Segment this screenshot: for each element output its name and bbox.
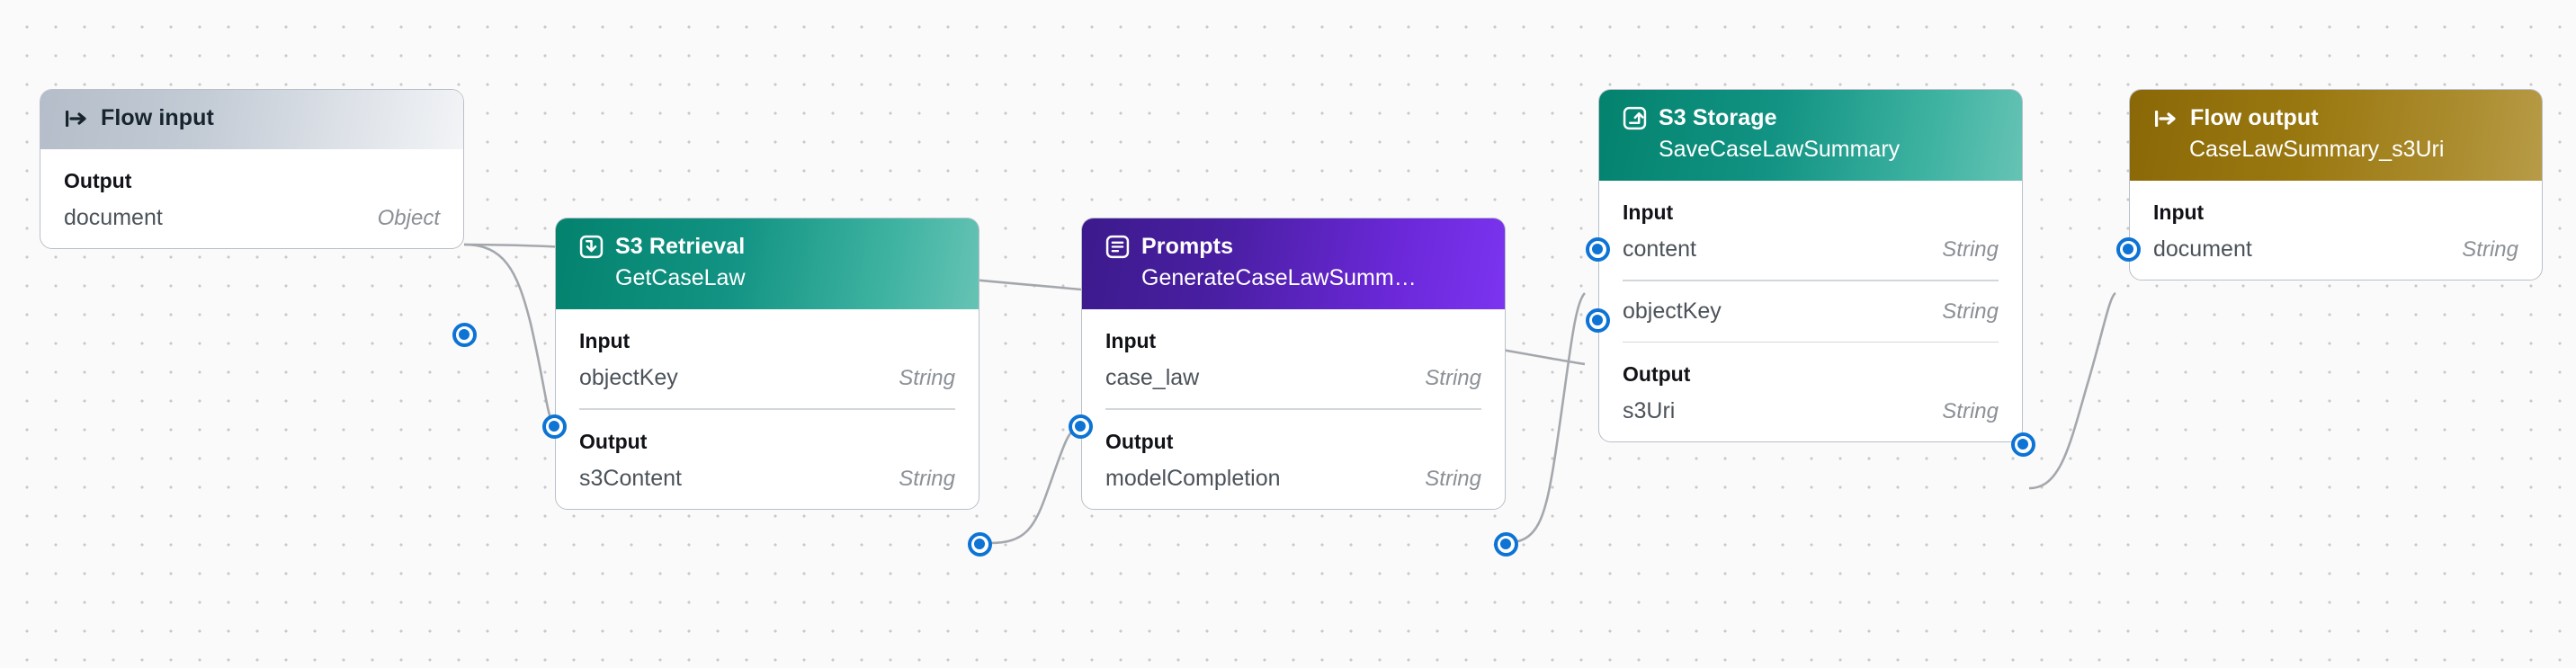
field-row[interactable]: document String — [2153, 227, 2518, 280]
edge-flowinput-to-s3retrieval — [463, 243, 555, 426]
section-label-input: Input — [2153, 200, 2205, 224]
section-label-input: Input — [1105, 329, 1157, 352]
node-header: S3 Retrieval GetCaseLaw — [556, 218, 979, 309]
node-header: Prompts GenerateCaseLawSumm… — [1082, 218, 1505, 309]
section-label-output: Output — [64, 169, 132, 192]
port-output-modelcompletion[interactable] — [1494, 532, 1518, 557]
divider — [1623, 280, 1999, 281]
field-row[interactable]: s3Uri String — [1623, 389, 1999, 441]
field-type: String — [1942, 298, 1999, 324]
field-name: document — [2153, 236, 2252, 262]
node-body: Output document Object — [40, 149, 463, 248]
flow-input-arrow-icon — [64, 107, 89, 130]
port-input-objectkey[interactable] — [1586, 308, 1610, 333]
port-output-s3uri[interactable] — [2011, 432, 2035, 457]
field-type: String — [899, 466, 955, 491]
divider — [579, 408, 955, 410]
field-row[interactable]: case_law String — [1105, 356, 1481, 408]
edge-s3storage-to-flowoutput — [2028, 291, 2116, 490]
port-output-document[interactable] — [452, 323, 477, 347]
field-row[interactable]: modelCompletion String — [1105, 457, 1481, 509]
field-row[interactable]: objectKey String — [579, 356, 955, 408]
section-label-output: Output — [1105, 429, 1174, 453]
field-name: s3Content — [579, 465, 682, 491]
node-type-label: S3 Retrieval — [615, 234, 746, 259]
section-label-input: Input — [579, 329, 631, 352]
field-row[interactable]: document Object — [64, 196, 440, 248]
field-name: objectKey — [1623, 298, 1722, 324]
port-input-content[interactable] — [1586, 237, 1610, 262]
section-label-output: Output — [579, 429, 648, 453]
node-body: Input document String — [2130, 181, 2542, 280]
divider — [1105, 408, 1481, 410]
divider — [1623, 341, 1999, 343]
node-subtitle: SaveCaseLawSummary — [1659, 137, 1901, 162]
field-type: String — [1425, 366, 1481, 390]
port-input-case-law[interactable] — [1069, 414, 1093, 439]
node-type-label: Flow output — [2190, 105, 2319, 130]
node-type-label: Flow input — [101, 105, 214, 130]
node-body: Input objectKey String Output s3Content … — [556, 309, 979, 509]
section-label-output: Output — [1623, 362, 1691, 386]
s3-upload-icon — [1623, 106, 1647, 130]
edge-prompts-to-s3storage-content — [1503, 292, 1587, 545]
node-type-label: S3 Storage — [1659, 105, 1777, 130]
node-s3-retrieval[interactable]: S3 Retrieval GetCaseLaw Input objectKey … — [542, 218, 992, 557]
s3-download-icon — [579, 235, 604, 259]
field-row[interactable]: s3Content String — [579, 457, 955, 509]
node-body: Input content String objectKey String Ou… — [1599, 181, 2022, 441]
port-input-objectkey[interactable] — [542, 414, 567, 439]
field-name: case_law — [1105, 365, 1200, 390]
node-s3-storage[interactable]: S3 Storage SaveCaseLawSummary Input cont… — [1586, 89, 2035, 457]
node-subtitle: CaseLawSummary_s3Uri — [2189, 137, 2445, 162]
port-input-document[interactable] — [2116, 237, 2141, 262]
node-prompts[interactable]: Prompts GenerateCaseLawSumm… Input case_… — [1069, 218, 1518, 557]
field-type: String — [899, 366, 955, 390]
node-body: Input case_law String Output modelComple… — [1082, 309, 1505, 509]
edge-s3retrieval-to-prompts — [988, 423, 1080, 545]
field-type: Object — [377, 206, 440, 230]
section-label-input: Input — [1623, 200, 1674, 224]
node-header: Flow input — [40, 90, 463, 149]
flow-output-arrow-icon — [2153, 107, 2178, 130]
field-type: String — [1942, 399, 1999, 423]
node-type-label: Prompts — [1141, 234, 1234, 259]
field-type: String — [1942, 237, 1999, 262]
node-flow-input[interactable]: Flow input Output document Object — [40, 89, 477, 347]
node-subtitle: GenerateCaseLawSumm… — [1141, 265, 1417, 290]
node-subtitle: GetCaseLaw — [615, 265, 746, 290]
prompt-document-icon — [1105, 235, 1130, 259]
field-row[interactable]: content String — [1623, 227, 1999, 280]
field-row[interactable]: objectKey String — [1623, 281, 1999, 342]
port-output-s3content[interactable] — [968, 532, 992, 557]
node-header: S3 Storage SaveCaseLawSummary — [1599, 90, 2022, 181]
field-name: document — [64, 205, 163, 230]
field-type: String — [1425, 466, 1481, 491]
field-name: modelCompletion — [1105, 465, 1281, 491]
field-name: s3Uri — [1623, 398, 1676, 423]
field-name: content — [1623, 236, 1697, 262]
field-name: objectKey — [579, 365, 678, 390]
node-flow-output[interactable]: Flow output CaseLawSummary_s3Uri Input d… — [2116, 89, 2543, 281]
node-header: Flow output CaseLawSummary_s3Uri — [2130, 90, 2542, 181]
field-type: String — [2462, 237, 2518, 262]
